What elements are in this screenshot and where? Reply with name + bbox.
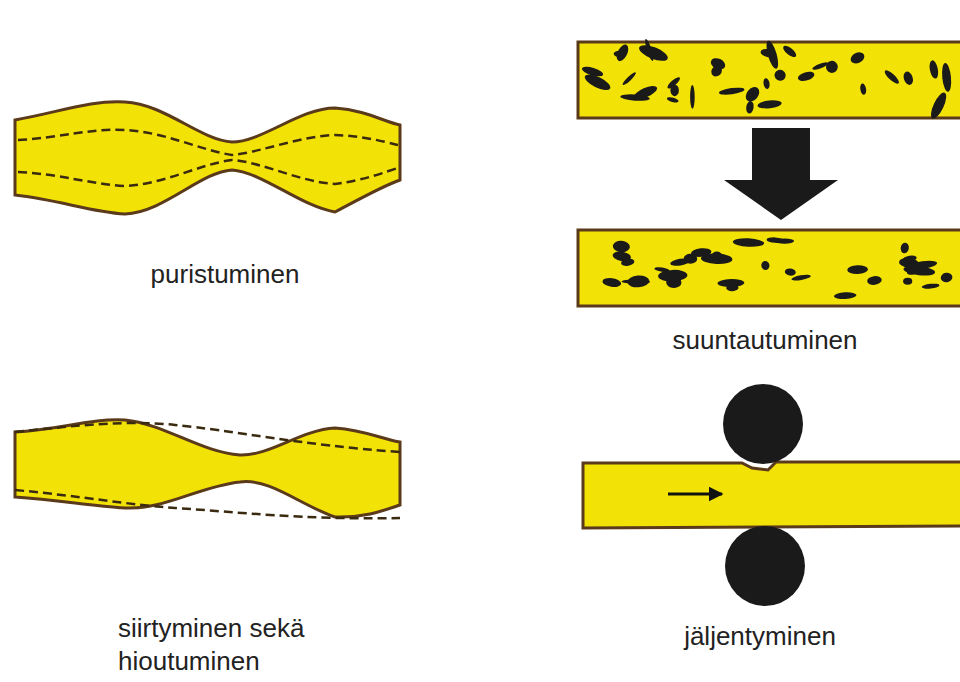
particle <box>691 247 712 258</box>
particle <box>757 99 782 109</box>
particle <box>666 96 679 103</box>
particle <box>859 83 866 95</box>
particle <box>658 269 688 282</box>
particle <box>627 275 650 288</box>
particle <box>903 278 912 285</box>
particle <box>763 78 771 90</box>
particle <box>883 69 901 86</box>
particle <box>825 60 839 74</box>
particle <box>613 50 626 58</box>
particle <box>928 60 939 80</box>
particle <box>797 70 816 83</box>
particle <box>743 84 762 104</box>
particle <box>900 242 910 254</box>
particle <box>773 68 788 83</box>
particle <box>583 71 613 93</box>
orientation-bands <box>578 38 960 306</box>
particle <box>666 76 681 90</box>
compression-band <box>15 102 400 214</box>
particle <box>612 250 632 262</box>
process-label: puristuminen <box>151 258 300 291</box>
embossing-rollers <box>583 384 960 606</box>
particle <box>719 86 745 96</box>
particle <box>902 70 915 86</box>
particle <box>902 255 917 263</box>
particle <box>834 292 857 300</box>
process-label: jäljentyminen <box>684 620 836 653</box>
particle <box>940 272 953 283</box>
particle <box>602 277 622 288</box>
process-label: suuntautuminen <box>672 324 857 357</box>
particle <box>921 283 939 289</box>
particle <box>781 44 798 59</box>
particle <box>644 38 655 61</box>
particle <box>847 265 868 275</box>
particle <box>775 238 794 243</box>
particle <box>637 42 670 64</box>
particle <box>612 240 630 253</box>
particle <box>941 63 952 93</box>
particle <box>760 48 776 59</box>
particle <box>784 268 796 276</box>
shear-band <box>15 420 400 519</box>
particle <box>709 56 727 72</box>
particle <box>867 275 883 285</box>
particle <box>726 284 738 291</box>
particle <box>733 237 765 247</box>
particle <box>907 269 917 274</box>
particle <box>849 50 866 65</box>
particle <box>690 85 695 109</box>
particle <box>928 91 949 121</box>
particle <box>614 43 630 63</box>
process-label: siirtyminen sekä hioutuminen <box>118 612 338 677</box>
particle <box>745 101 754 115</box>
particle <box>791 274 811 282</box>
particle <box>812 61 829 71</box>
particle <box>621 71 637 86</box>
particle <box>632 83 658 101</box>
particle <box>761 261 770 271</box>
